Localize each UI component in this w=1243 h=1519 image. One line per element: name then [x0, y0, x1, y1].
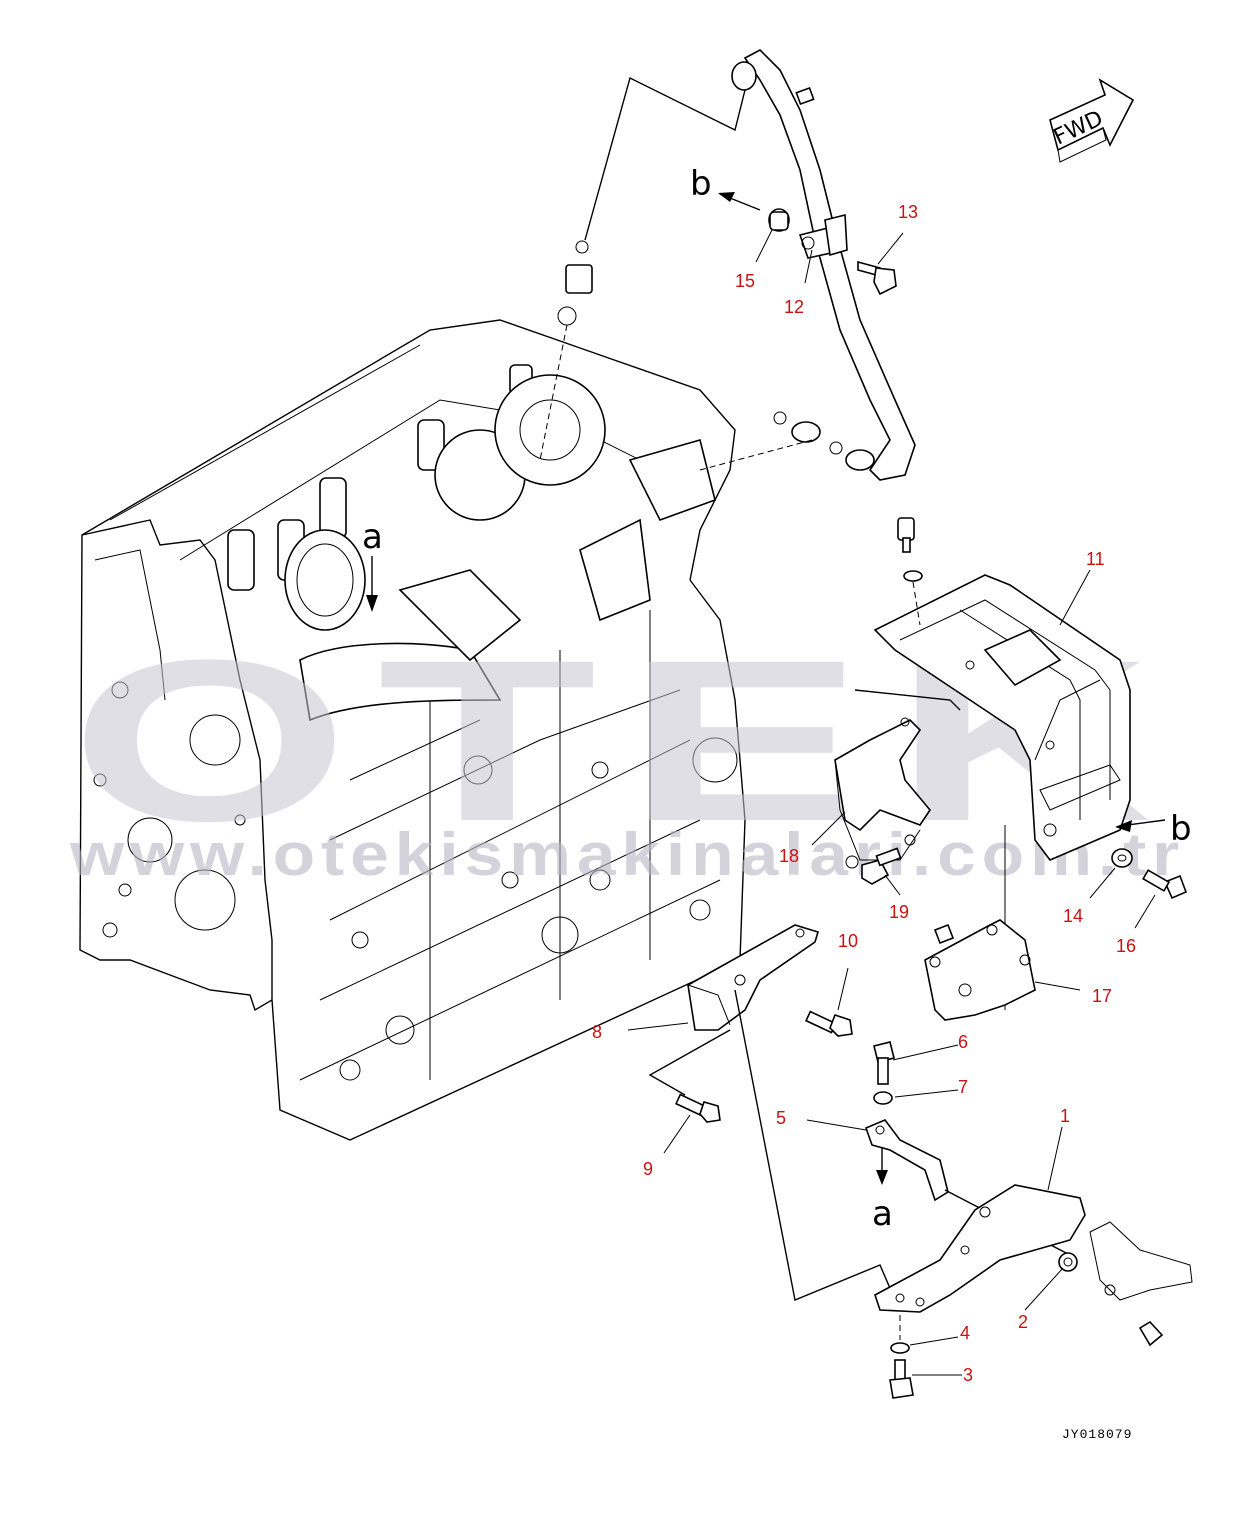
bolt-19 [861, 847, 902, 885]
hose-assembly [539, 49, 916, 481]
bracket-17 [924, 919, 1036, 1021]
bracket-1 [874, 1184, 1193, 1347]
bolt-9 [675, 1093, 721, 1123]
turbocharger [284, 374, 716, 722]
callout-2: 2 [1018, 1312, 1028, 1332]
view-b-arrow-right [1115, 819, 1166, 832]
callout-labels: 1 2 3 4 5 6 7 8 9 10 11 12 13 14 15 16 1… [592, 202, 1136, 1385]
engine-block [79, 319, 746, 1141]
bracket-11 [854, 517, 1131, 1010]
callout-9: 9 [643, 1159, 653, 1179]
watermark-url: www.otekismakinalari.com.tr [69, 821, 1185, 888]
callout-17: 17 [1092, 986, 1112, 1006]
view-b-arrow-top [718, 192, 761, 211]
bracket-5 [864, 1119, 1071, 1256]
view-letter-a-bottom: a [872, 1194, 893, 1234]
callout-16: 16 [1116, 936, 1136, 956]
callout-4: 4 [960, 1323, 970, 1343]
view-letter-a-top: a [362, 517, 383, 557]
washer-bolt-14-16 [1111, 848, 1188, 900]
callout-5: 5 [776, 1108, 786, 1128]
callout-7: 7 [958, 1077, 968, 1097]
callout-6: 6 [958, 1032, 968, 1052]
callout-10: 10 [838, 931, 858, 951]
callout-1: 1 [1060, 1106, 1070, 1126]
callout-18: 18 [779, 846, 799, 866]
clamp-group [768, 208, 897, 296]
drawing-id: JY018079 [1062, 1427, 1132, 1442]
callout-15: 15 [735, 271, 755, 291]
view-markers: a a b b [362, 164, 1192, 1234]
bracket-8 [648, 924, 896, 1301]
callout-14: 14 [1063, 906, 1083, 926]
callout-11: 11 [1086, 549, 1105, 569]
fwd-arrow: FWD [1049, 78, 1135, 163]
callout-13: 13 [898, 202, 918, 222]
view-letter-b-top: b [690, 164, 712, 204]
bolt-6-washer-7 [873, 1041, 895, 1105]
bolt-3-washer-4 [889, 1315, 914, 1399]
callout-12: 12 [784, 297, 804, 317]
callout-3: 3 [963, 1365, 973, 1385]
callout-8: 8 [592, 1022, 602, 1042]
leader-lines [627, 229, 1156, 1376]
view-letter-b-right: b [1170, 809, 1192, 849]
callout-19: 19 [889, 902, 909, 922]
bolt-10 [805, 1010, 853, 1037]
bracket-18 [834, 717, 931, 869]
